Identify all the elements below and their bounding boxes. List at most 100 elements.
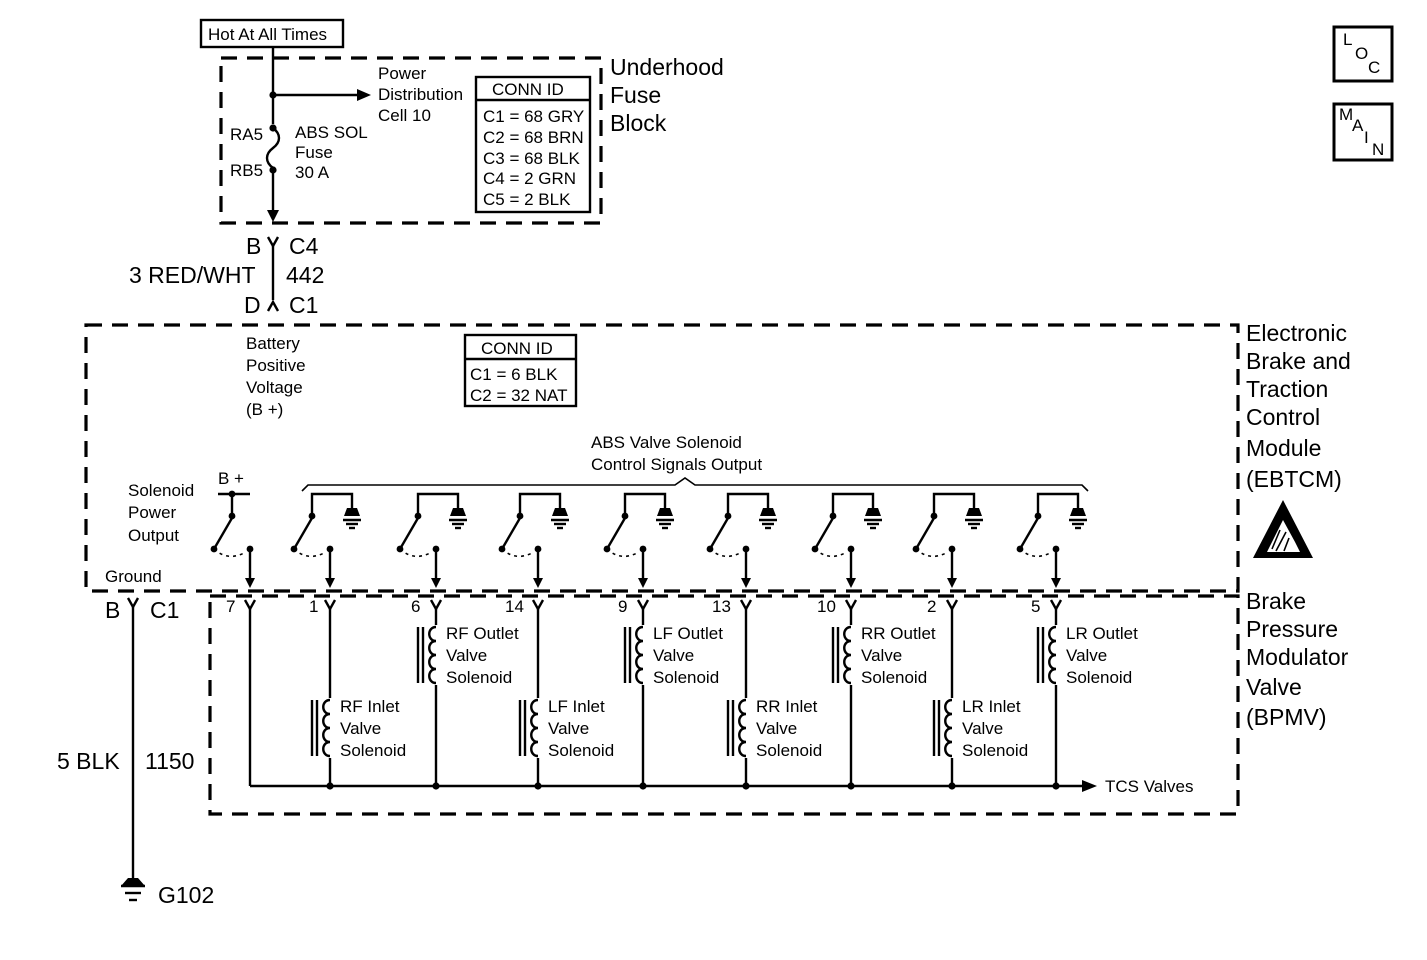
power-dist-line-2: Distribution [378,85,463,104]
abs-valve-label-2: Control Signals Output [591,455,762,474]
bpmv-title-5: (BPMV) [1246,704,1327,730]
abs-sol-fuse-symbol [265,124,281,174]
bpmv-title-2: Pressure [1246,616,1338,642]
fuse-conn-row-2: C2 = 68 BRN [483,128,584,147]
fuse-label-1: ABS SOL [295,123,368,142]
upper-pin-bottom: D [244,292,261,318]
loc-button[interactable]: L O C [1332,25,1394,83]
outlet-solenoid-1-label-3: Solenoid [446,668,512,687]
ebtcm-switch-5 [603,492,674,588]
outlet-solenoid-2-label-2: Valve [653,646,694,665]
outlet-solenoid-4-label-2: Valve [1066,646,1107,665]
ebtcm-conn-row-2: C2 = 32 NAT [470,386,567,405]
upper-conn-bottom: C1 [289,292,318,318]
tcs-valves-label: TCS Valves [1105,777,1194,796]
ebtcm-title-4: Control [1246,404,1320,430]
main-letter-3: I [1364,128,1369,147]
ebtcm-conn-id-table: CONN ID C1 = 6 BLK C2 = 32 NAT [463,333,578,408]
ebtcm-switch-7 [811,492,882,588]
fuse-block-title-1: Underhood [610,54,724,80]
ground-conn: C1 [150,597,179,623]
outlet-solenoid-3-label-2: Valve [861,646,902,665]
ground-label: Ground [105,567,162,586]
fuse-block-conn-id-table: CONN ID C1 = 68 GRY C2 = 68 BRN C3 = 68 … [474,75,592,214]
upper-conn-top: C4 [289,233,319,259]
ebtcm-switch-3 [396,492,467,588]
main-letter-2: A [1352,116,1364,135]
bpmv-pin-1: 1 [309,597,318,616]
inlet-solenoid-2-label-2: Valve [548,719,589,738]
ground-wire-circuit: 1150 [145,748,194,774]
fuse-conn-row-4: C4 = 2 GRN [483,169,576,188]
bpmv-pin-7: 7 [226,597,235,616]
outlet-solenoid-1-label-2: Valve [446,646,487,665]
sol-power-line-1: Solenoid [128,481,194,500]
bpmv-pin-6: 6 [411,597,420,616]
inlet-solenoid-4-label-2: Valve [962,719,1003,738]
ground-id: G102 [158,882,214,908]
fuse-conn-row-1: C1 = 68 GRY [483,107,584,126]
control-signals-brace [301,477,1089,492]
ebtcm-title-3: Traction [1246,376,1328,402]
upper-wire-color: 3 RED/WHT [129,262,256,288]
ebtcm-title-1: Electronic [1246,320,1347,346]
ebtcm-module: Electronic Brake and Traction Control Mo… [84,320,1351,593]
bpmv-title-1: Brake [1246,588,1306,614]
fuse-block-title-2: Fuse [610,82,661,108]
inlet-solenoid-4-label-3: Solenoid [962,741,1028,760]
ebtcm-switch-1 [210,490,255,588]
fuse-terminal-ra5: RA5 [230,125,263,144]
outlet-solenoid-3-label-3: Solenoid [861,668,927,687]
ebtcm-title-2: Brake and [1246,348,1351,374]
tcs-valves-arrow [1082,780,1097,792]
power-dist-line-3: Cell 10 [378,106,431,125]
inlet-solenoid-1-label-1: RF Inlet [340,697,400,716]
outlet-solenoid-2-label-3: Solenoid [653,668,719,687]
ground-g102-icon [121,878,145,886]
ebtcm-switch-2 [290,492,361,588]
fuse-terminal-rb5: RB5 [230,161,263,180]
ebtcm-switch-4 [498,492,569,588]
ebtcm-switch-9 [1016,492,1087,588]
ground-wire-color: 5 BLK [57,748,120,774]
loc-letter-2: O [1355,44,1368,63]
bpmv-pin-5: 5 [1031,597,1040,616]
inlet-solenoid-2-label-1: LF Inlet [548,697,605,716]
bpmv-title-4: Valve [1246,674,1302,700]
ebtcm-conn-id-title: CONN ID [481,339,553,358]
ground-wire-5-blk-1150: B C1 5 BLK 1150 G102 [57,597,214,908]
inlet-solenoid-3-label-3: Solenoid [756,741,822,760]
ebtcm-title-5: Module [1246,435,1321,461]
bpmv-pin-2: 2 [927,597,936,616]
bplus-line-1: Battery [246,334,300,353]
bpmv-pin-10: 10 [817,597,836,616]
inlet-solenoid-4-label-1: LR Inlet [962,697,1021,716]
bplus-switch-label: B + [218,469,244,488]
outlet-solenoid-2-label-1: LF Outlet [653,624,723,643]
bpmv-pin-14: 14 [505,597,524,616]
loc-letter-3: C [1368,58,1380,77]
ebtcm-switch-8 [912,492,983,588]
abs-valve-label-1: ABS Valve Solenoid [591,433,742,452]
main-letter-1: M [1339,105,1353,124]
underhood-fuse-block: Underhood Fuse Block Power Distribution … [219,47,724,225]
ground-pin: B [105,597,120,623]
fuse-label-3: 30 A [295,163,330,182]
power-dist-line-1: Power [378,64,427,83]
inlet-solenoid-3-label-1: RR Inlet [756,697,818,716]
main-button[interactable]: M A I N [1332,102,1394,162]
bpmv-circuit-7: 7 [226,597,257,786]
sol-power-line-3: Output [128,526,179,545]
ebtcm-conn-row-1: C1 = 6 BLK [470,365,558,384]
bplus-line-4: (B +) [246,400,283,419]
outlet-solenoid-4-label-3: Solenoid [1066,668,1132,687]
fuse-block-title-3: Block [610,110,667,136]
